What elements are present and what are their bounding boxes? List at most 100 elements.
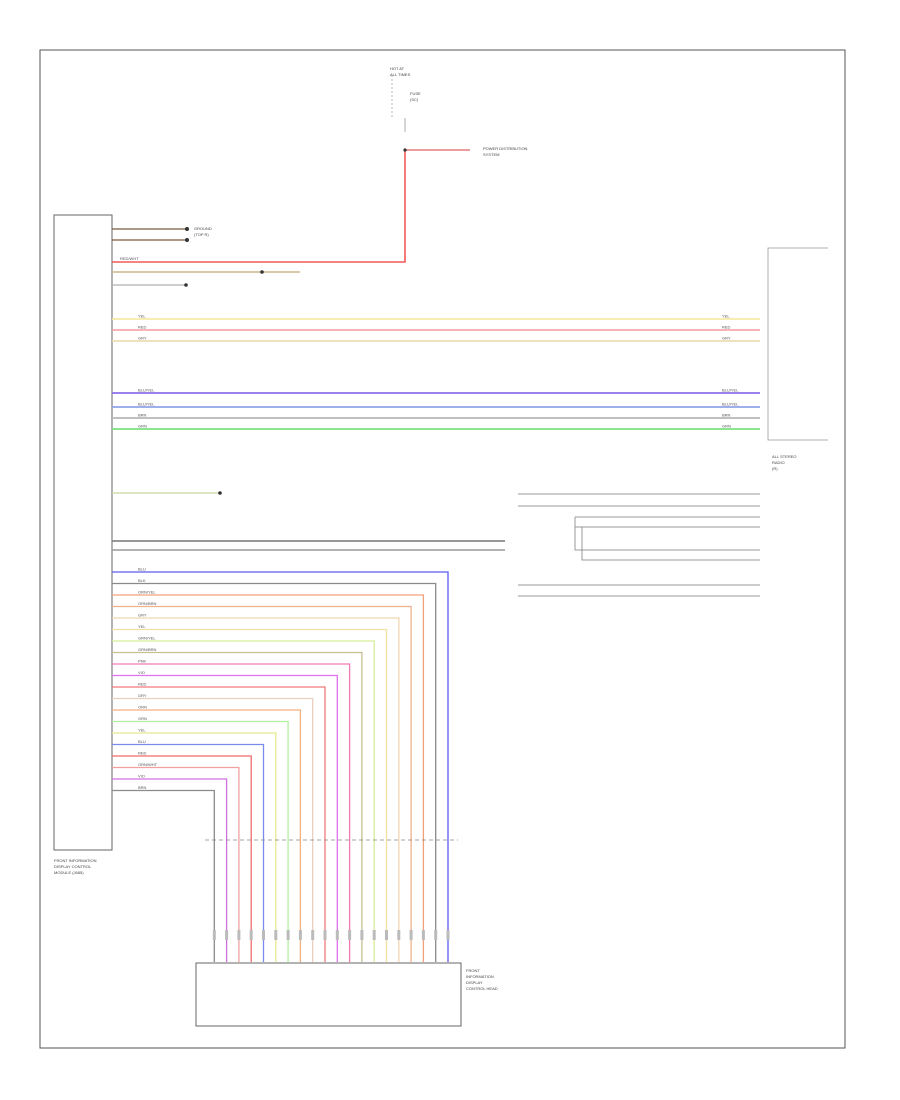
bus-wire-label-right: GRY — [722, 336, 731, 341]
fuse-caption: FUSE (SC) — [410, 91, 421, 102]
bundle-wire-5 — [112, 628, 388, 962]
bundle-wire-1 — [112, 582, 437, 962]
bundle-wire-14 — [112, 732, 277, 962]
svg-text:CONTROL HEAD: CONTROL HEAD — [466, 986, 498, 991]
bundle-wire-3 — [112, 605, 412, 962]
left-module-box — [53, 214, 113, 851]
bundle-wire-6 — [112, 640, 375, 962]
bottom-wire-bundle: BLUBLKORN/YELORN/BRNGRYYELGRN/YELGRN/BRN… — [112, 567, 450, 962]
bundle-wire-label: ORN/BRN — [138, 601, 157, 606]
bundle-pin — [274, 930, 278, 940]
bundle-wire-label: YEL — [138, 624, 146, 629]
bundle-wire-13 — [112, 720, 289, 962]
bundle-wire-label: RED — [138, 682, 147, 687]
bundle-pin — [409, 930, 413, 940]
bundle-wire-label: VIO — [138, 774, 145, 779]
bundle-pin — [385, 930, 388, 940]
bundle-wire-12 — [112, 709, 302, 962]
orn-terminal — [184, 283, 188, 287]
bus-wire-label-right: BLU/YEL — [722, 402, 739, 407]
relay-caption: POWER DISTRIBUTION SYSTEM — [483, 146, 528, 157]
bundle-wire-label: BLU — [138, 739, 146, 744]
bundle-pin — [237, 930, 241, 940]
bus-wire-label-left: YEL — [138, 314, 146, 319]
power-caption: HOT AT ALL TIMES — [390, 66, 411, 77]
svg-text:MODULE (J685): MODULE (J685) — [54, 870, 84, 875]
svg-text:FRONT INFORMATION: FRONT INFORMATION — [54, 858, 97, 863]
ground-caption: GROUND (TOP R) — [194, 226, 212, 237]
top-power-label: RED/WHT — [120, 256, 139, 261]
bundle-wire-16 — [112, 755, 252, 962]
left-module-caption: FRONT INFORMATION DISPLAY CONTROL MODULE… — [54, 858, 97, 875]
bundle-wire-label: PNK — [138, 659, 147, 664]
bundle-wire-10 — [112, 686, 326, 962]
bundle-wire-7 — [112, 651, 363, 962]
bundle-wire-label: BLU — [138, 567, 146, 572]
bundle-pin — [311, 930, 315, 940]
bundle-wire-label: GRY — [138, 693, 147, 698]
svg-text:DISPLAY CONTROL: DISPLAY CONTROL — [54, 864, 92, 869]
bundle-pin — [298, 930, 302, 940]
bottom-module-caption: FRONT INFORMATION DISPLAY CONTROL HEAD — [466, 968, 498, 991]
bundle-wire-label: VIO — [138, 670, 145, 675]
svg-text:INFORMATION: INFORMATION — [466, 974, 494, 979]
bundle-pin — [372, 930, 376, 940]
bus-wire-label-right: BRN — [722, 413, 731, 418]
bus-wire-label-right: YEL — [722, 314, 730, 319]
gry-terminal — [260, 270, 264, 274]
bundle-wire-label: GRY — [138, 613, 147, 618]
bundle-wire-15 — [112, 743, 265, 962]
bundle-wire-8 — [112, 663, 351, 962]
bundle-wire-17 — [112, 766, 240, 962]
svg-text:(R): (R) — [772, 466, 778, 471]
svg-text:ALL STEREO: ALL STEREO — [772, 454, 797, 459]
bundle-pin — [323, 930, 327, 940]
bundle-wire-18 — [112, 778, 228, 962]
bus-wire-label-right: BLU/YEL — [722, 388, 739, 393]
bundle-pin — [360, 930, 364, 940]
svg-text:GROUND: GROUND — [194, 226, 212, 231]
svg-text:ALL TIMES: ALL TIMES — [390, 72, 411, 77]
power-junction — [403, 148, 407, 152]
bus-wire-label-left: GRY — [138, 336, 147, 341]
bundle-pin — [286, 930, 290, 940]
svg-text:(TOP R): (TOP R) — [194, 232, 209, 237]
bus-wire-label-left: BLU/YEL — [138, 402, 155, 407]
bundle-wire-9 — [112, 674, 338, 962]
svg-text:HOT AT: HOT AT — [390, 66, 405, 71]
svg-text:(SC): (SC) — [410, 97, 419, 102]
bundle-pin — [348, 930, 352, 940]
top-power-wire — [112, 150, 406, 263]
bundle-wire-label: RED — [138, 751, 147, 756]
svg-text:FRONT: FRONT — [466, 968, 480, 973]
right-connector-bracket — [767, 247, 828, 441]
bus-wire-label-left: RED — [138, 325, 147, 330]
bundle-wire-label: ORN/YEL — [138, 590, 156, 595]
bus-wire-label-right: RED — [722, 325, 731, 330]
bundle-pin — [434, 930, 438, 940]
bundle-wire-label: GRN/BRN — [138, 647, 157, 652]
bundle-pin — [421, 930, 425, 940]
ground-terminal-1 — [185, 227, 189, 231]
bus-wire-label-left: GRN — [138, 424, 147, 429]
bundle-pin — [397, 930, 401, 940]
bundle-wire-label: BRN — [138, 785, 147, 790]
bundle-wire-label: GRN/YEL — [138, 636, 156, 641]
bundle-pin — [262, 930, 265, 940]
bundle-pin — [249, 930, 253, 940]
svg-text:RADIO: RADIO — [772, 460, 785, 465]
grn-terminal — [218, 491, 222, 495]
bundle-pin — [446, 930, 450, 940]
bundle-wire-label: ORN/WHT — [138, 762, 158, 767]
bundle-wire-label: GRN — [138, 716, 147, 721]
bundle-wire-11 — [112, 697, 314, 962]
bundle-pin — [335, 930, 339, 940]
ground-terminal-2 — [185, 238, 189, 242]
svg-text:DISPLAY: DISPLAY — [466, 980, 483, 985]
bundle-wire-19 — [112, 789, 215, 962]
wire-amp-loop-2 — [581, 527, 760, 561]
svg-text:FUSE: FUSE — [410, 91, 421, 96]
bus-wire-label-left: BRN — [138, 413, 147, 418]
horizontal-bus: YEL YEL RED RED GRY GRY BLU/YEL BLU/YEL BLU/YEL B… — [112, 314, 760, 430]
